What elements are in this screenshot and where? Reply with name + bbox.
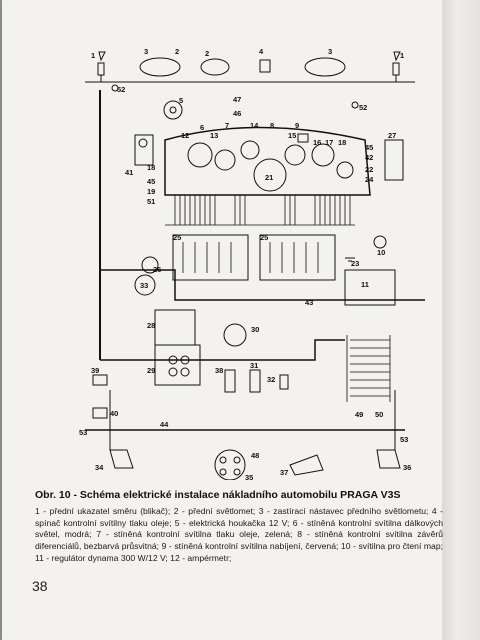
label-14: 14 xyxy=(250,121,259,130)
label-1a: 1 xyxy=(91,51,95,60)
label-21: 21 xyxy=(265,173,273,182)
component-28 xyxy=(154,309,196,346)
component-29 xyxy=(154,344,201,386)
label-40: 40 xyxy=(110,409,118,418)
label-53a: 53 xyxy=(79,428,87,437)
label-6: 6 xyxy=(200,123,204,132)
label-28: 28 xyxy=(147,321,155,330)
label-51: 51 xyxy=(147,197,155,206)
label-29: 29 xyxy=(147,366,155,375)
top-lamps xyxy=(85,51,415,109)
component-30 xyxy=(223,323,247,347)
component-27 xyxy=(384,139,404,181)
component-39 xyxy=(92,374,108,386)
instrument-panel xyxy=(164,126,371,196)
label-2b: 2 xyxy=(205,49,209,58)
label-31: 31 xyxy=(250,361,258,370)
component-31 xyxy=(249,369,261,393)
rear-lamp-37 xyxy=(289,454,324,476)
rear-lamp-left xyxy=(109,449,134,469)
page-number: 38 xyxy=(32,578,48,594)
label-15: 15 xyxy=(288,131,296,140)
label-46: 46 xyxy=(233,109,241,118)
label-50: 50 xyxy=(375,410,383,419)
dynamo-regulator xyxy=(344,269,396,306)
label-25a: 25 xyxy=(173,233,181,242)
label-35: 35 xyxy=(245,473,253,480)
label-41: 41 xyxy=(125,168,133,177)
label-7: 7 xyxy=(225,121,229,130)
label-8: 8 xyxy=(270,121,274,130)
label-38: 38 xyxy=(215,366,223,375)
label-9: 9 xyxy=(295,121,299,130)
map-lamp xyxy=(373,235,387,249)
label-39: 39 xyxy=(91,366,99,375)
label-45b: 45 xyxy=(147,177,155,186)
book-page xyxy=(2,0,442,640)
ammeter-33 xyxy=(134,274,156,296)
socket-35 xyxy=(214,449,246,480)
label-53b: 53 xyxy=(400,435,408,444)
horn xyxy=(163,100,183,120)
label-52b: 52 xyxy=(359,103,367,112)
fuse-box-left xyxy=(172,234,249,281)
label-18b: 18 xyxy=(147,163,155,172)
label-45a: 45 xyxy=(365,143,373,152)
fuse-box-right xyxy=(259,234,336,281)
label-4: 4 xyxy=(259,47,264,56)
label-10: 10 xyxy=(377,248,385,257)
label-33: 33 xyxy=(140,281,148,290)
label-16: 16 xyxy=(313,138,321,147)
label-34: 34 xyxy=(95,463,104,472)
label-3a: 3 xyxy=(144,47,148,56)
component-38 xyxy=(224,369,236,393)
label-23: 23 xyxy=(351,259,359,268)
figure-title: Obr. 10 - Schéma elektrické instalace ná… xyxy=(35,489,401,501)
label-42: 42 xyxy=(365,153,373,162)
label-52a: 52 xyxy=(117,85,125,94)
label-44: 44 xyxy=(160,420,169,429)
terminal-strip xyxy=(346,335,391,402)
label-1b: 1 xyxy=(400,51,404,60)
label-48: 48 xyxy=(251,451,259,460)
wire-bundle xyxy=(165,195,355,226)
label-30: 30 xyxy=(251,325,259,334)
switch-box xyxy=(134,134,154,166)
label-19: 19 xyxy=(147,187,155,196)
label-18: 18 xyxy=(338,138,346,147)
facing-page-edge xyxy=(442,0,480,640)
rear-lamp-right xyxy=(376,449,401,469)
figure-caption: 1 - přední ukazatel směru (blikač); 2 - … xyxy=(35,506,443,563)
label-12: 12 xyxy=(181,131,189,140)
label-22: 22 xyxy=(365,165,373,174)
label-36: 36 xyxy=(403,463,411,472)
label-17: 17 xyxy=(325,138,333,147)
label-5: 5 xyxy=(179,96,183,105)
component-32 xyxy=(279,374,289,390)
label-47: 47 xyxy=(233,95,241,104)
label-49: 49 xyxy=(355,410,363,419)
label-13: 13 xyxy=(210,131,218,140)
label-25b: 25 xyxy=(260,233,268,242)
label-32: 32 xyxy=(267,375,275,384)
label-26: 26 xyxy=(153,265,161,274)
wiring-diagram: 1 1 3 2 2 4 3 52 52 5 47 46 6 7 14 8 9 1… xyxy=(79,47,425,480)
label-2a: 2 xyxy=(175,47,179,56)
label-3b: 3 xyxy=(328,47,332,56)
label-43: 43 xyxy=(305,298,313,307)
label-27: 27 xyxy=(388,131,396,140)
label-11: 11 xyxy=(361,280,369,289)
label-24: 24 xyxy=(365,175,374,184)
label-37: 37 xyxy=(280,468,288,477)
component-40 xyxy=(92,407,108,419)
